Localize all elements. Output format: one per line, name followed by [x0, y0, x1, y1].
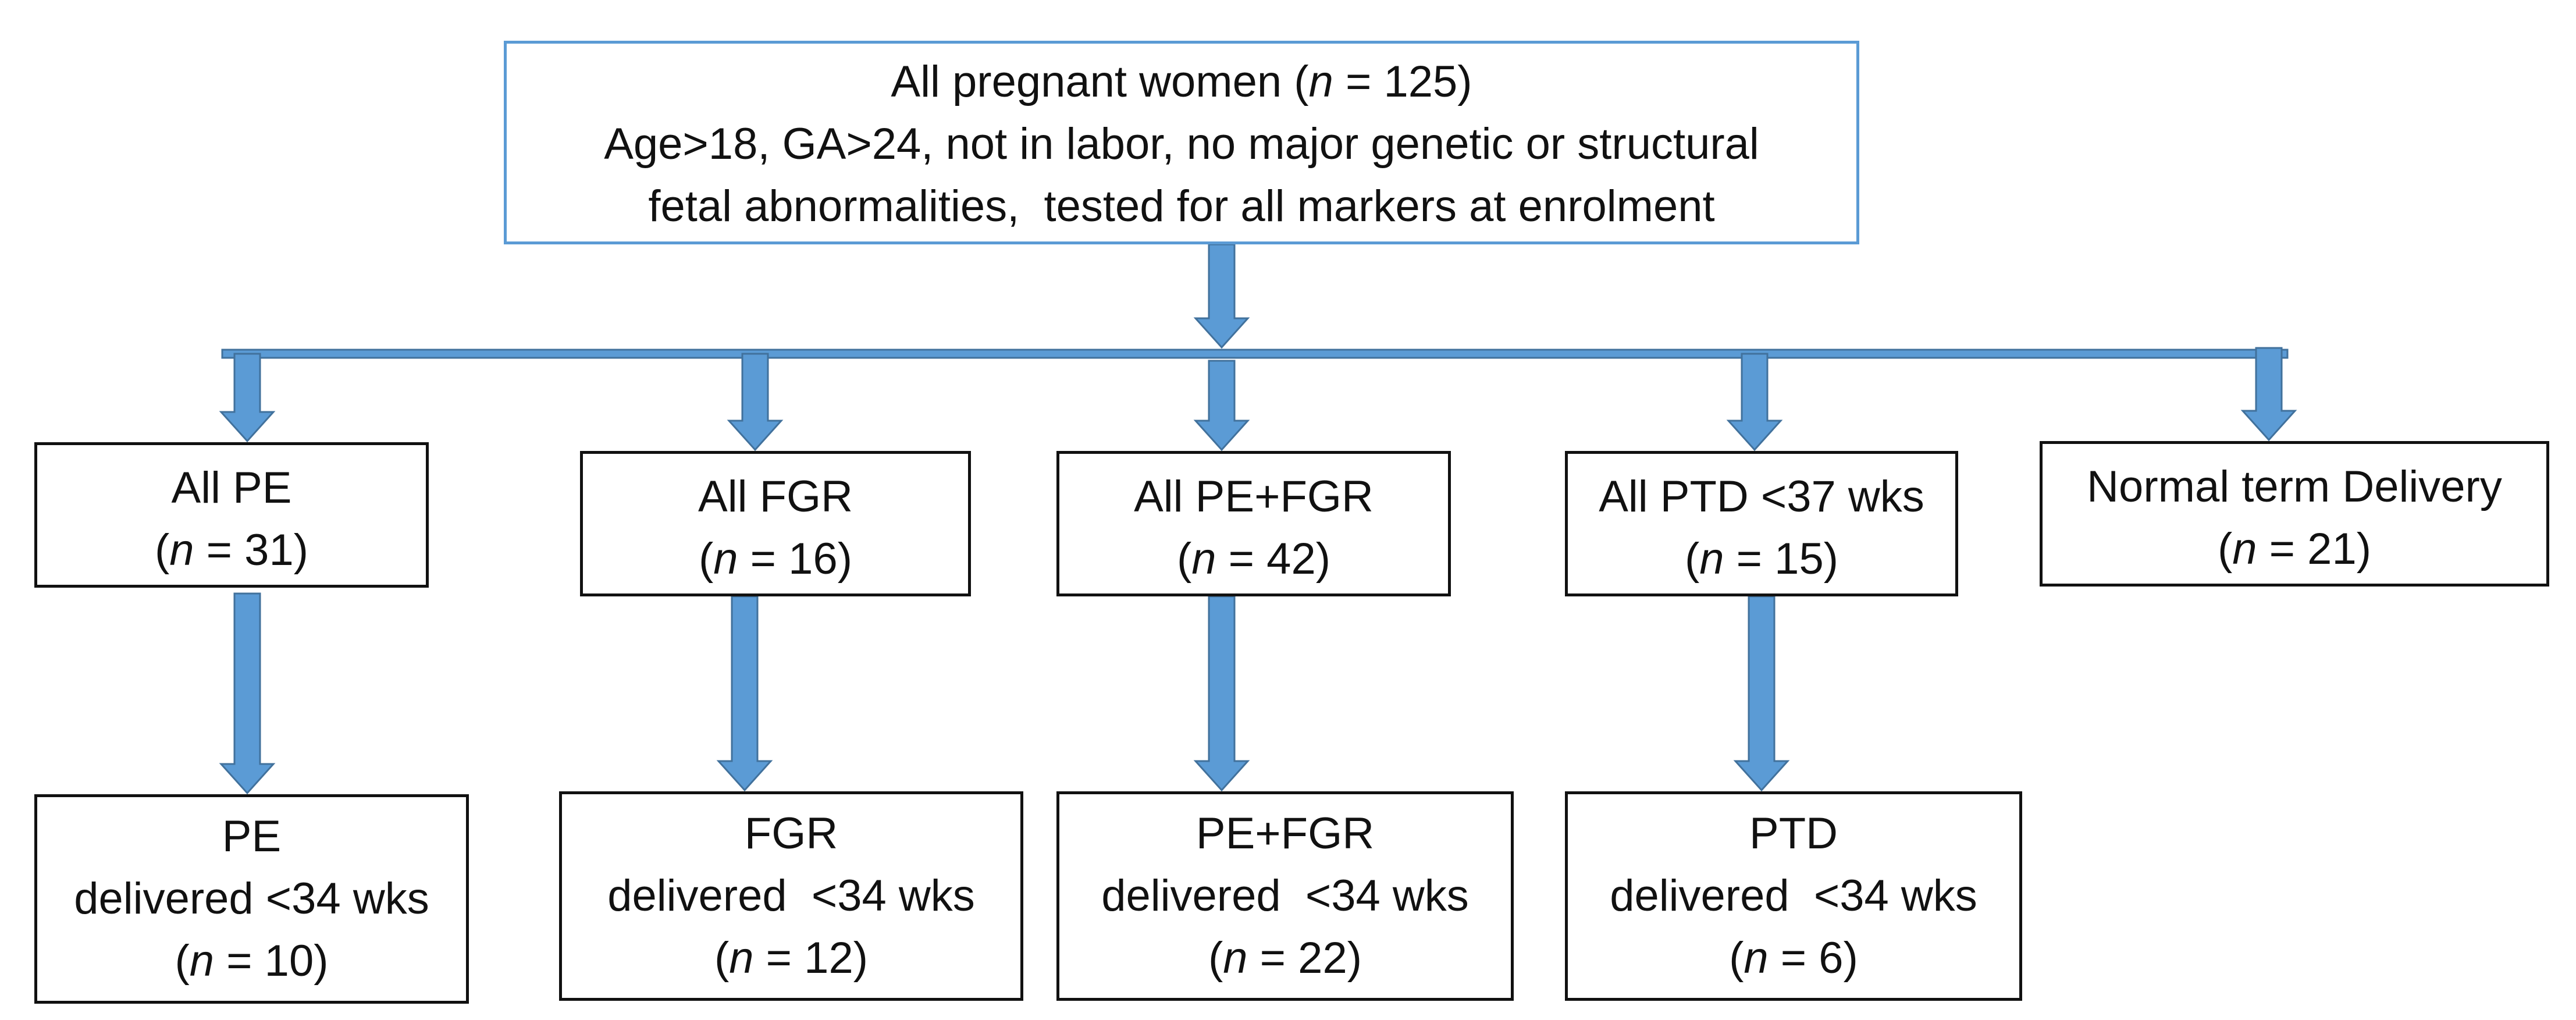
arrow-to-all-ptd: [1726, 353, 1783, 452]
group-box-normal-term: Normal term Delivery (n = 21): [2040, 441, 2549, 587]
arrow-to-normal-term: [2240, 347, 2297, 442]
subgroup-box-ptd: PTD delivered <34 wks (n = 6): [1565, 791, 2022, 1001]
arrow-to-pe-subgroup: [219, 592, 276, 795]
arrow-to-ptd-subgroup: [1733, 595, 1790, 792]
arrow-to-pe-fgr-subgroup: [1193, 595, 1250, 792]
subgroup-box-fgr: FGR delivered <34 wks (n = 12): [559, 791, 1023, 1001]
group-label: Normal term Delivery: [2087, 462, 2502, 511]
subgroup-line-2: delivered <34 wks: [74, 874, 429, 923]
subgroup-count: (n = 12): [714, 933, 869, 983]
subgroup-label: PTD: [1749, 809, 1838, 858]
subgroup-label: FGR: [744, 809, 838, 858]
arrow-to-all-fgr: [727, 353, 784, 452]
group-count: (n = 31): [154, 525, 309, 575]
group-box-all-pe-fgr: All PE+FGR (n = 42): [1056, 451, 1451, 596]
arrow-to-fgr-subgroup: [716, 595, 773, 792]
arrow-to-all-pe-fgr: [1193, 360, 1250, 452]
subgroup-count: (n = 6): [1729, 933, 1858, 983]
group-label: All FGR: [698, 472, 853, 521]
branch-bar: [221, 349, 2289, 359]
group-count: (n = 21): [2217, 524, 2372, 574]
arrow-to-all-pe: [219, 353, 276, 443]
group-label: All PE+FGR: [1134, 472, 1374, 521]
subgroup-count: (n = 22): [1208, 933, 1362, 983]
subgroup-count: (n = 10): [175, 936, 329, 986]
root-line-1: All pregnant women (n = 125): [891, 57, 1472, 106]
arrow-root-to-branch: [1193, 243, 1250, 349]
group-label: All PTD <37 wks: [1599, 472, 1924, 521]
group-box-all-fgr: All FGR (n = 16): [580, 451, 971, 596]
root-box: All pregnant women (n = 125) Age>18, GA>…: [504, 41, 1859, 244]
subgroup-box-pe-fgr: PE+FGR delivered <34 wks (n = 22): [1056, 791, 1514, 1001]
group-count: (n = 42): [1176, 534, 1331, 584]
subgroup-line-2: delivered <34 wks: [607, 871, 975, 921]
group-label: All PE: [171, 463, 292, 513]
subgroup-label: PE: [222, 812, 282, 861]
root-line-2: Age>18, GA>24, not in labor, no major ge…: [604, 119, 1759, 169]
root-line-3: fetal abnormalities, tested for all mark…: [648, 182, 1715, 231]
group-box-all-ptd: All PTD <37 wks (n = 15): [1565, 451, 1958, 596]
subgroup-box-pe: PE delivered <34 wks (n = 10): [34, 794, 469, 1004]
subgroup-line-2: delivered <34 wks: [1610, 871, 1977, 921]
group-count: (n = 15): [1684, 534, 1839, 584]
group-count: (n = 16): [698, 534, 853, 584]
subgroup-line-2: delivered <34 wks: [1101, 871, 1469, 921]
subgroup-label: PE+FGR: [1196, 809, 1375, 858]
group-box-all-pe: All PE (n = 31): [34, 442, 429, 588]
